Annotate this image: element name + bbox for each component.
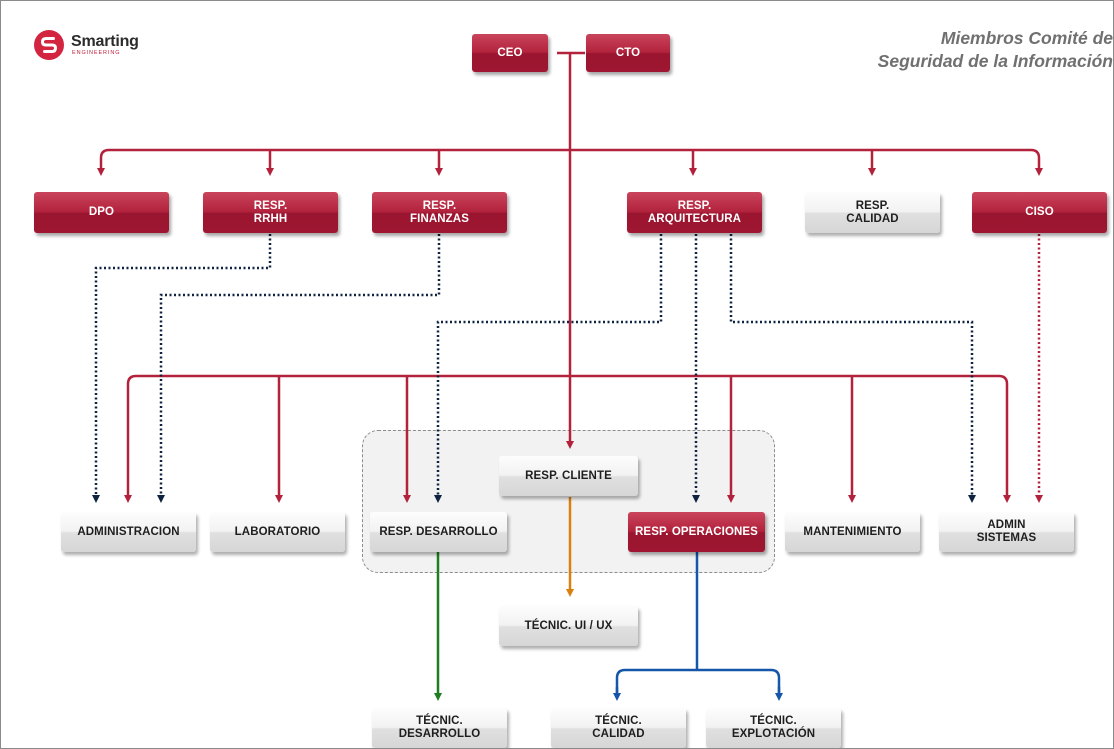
- node-tecnic-explotacion[interactable]: TÉCNIC. EXPLOTACIÓN: [706, 708, 841, 748]
- node-ceo[interactable]: CEO: [472, 34, 548, 72]
- node-resp-operaciones[interactable]: RESP. OPERACIONES: [628, 512, 765, 552]
- node-tecnic-desarrollo[interactable]: TÉCNIC. DESARROLLO: [372, 708, 507, 748]
- node-resp-finanzas[interactable]: RESP. FINANZAS: [372, 192, 507, 233]
- operaciones-split-line: [615, 668, 781, 697]
- node-resp-desarrollo[interactable]: RESP. DESARROLLO: [370, 512, 507, 552]
- committee-heading-line2: Seguridad de la Información: [877, 51, 1113, 71]
- smarting-logo-icon: [34, 30, 64, 60]
- node-resp-calidad[interactable]: RESP. CALIDAD: [805, 192, 940, 233]
- node-tecnic-calidad[interactable]: TÉCNIC. CALIDAD: [551, 708, 686, 748]
- node-resp-cliente[interactable]: RESP. CLIENTE: [499, 456, 638, 496]
- finanzas-dotted-line: [157, 234, 441, 503]
- committee-heading: Miembros Comité de Seguridad de la Infor…: [878, 27, 1113, 73]
- node-cto[interactable]: CTO: [586, 34, 670, 72]
- arquitectura-sistemas-dotted-line: [729, 234, 976, 503]
- node-resp-arquitectura[interactable]: RESP. ARQUITECTURA: [627, 192, 762, 233]
- node-ciso[interactable]: CISO: [972, 192, 1107, 233]
- committee-heading-line1: Miembros Comité de: [940, 28, 1113, 48]
- node-dpo[interactable]: DPO: [34, 192, 169, 233]
- arquitectura-desarrollo-dotted-line: [434, 234, 663, 503]
- node-laboratorio[interactable]: LABORATORIO: [210, 512, 345, 552]
- node-admin-sistemas[interactable]: ADMIN SISTEMAS: [939, 512, 1074, 552]
- logo-brand-name: Smarting: [71, 33, 139, 50]
- top-bus-line: [99, 148, 1041, 159]
- smarting-logo: Smarting ENGINEERING: [33, 29, 139, 61]
- lower-bus-line: [126, 374, 1009, 385]
- node-tecnic-uiux[interactable]: TÉCNIC. UI / UX: [499, 606, 638, 646]
- rrhh-dotted-line: [92, 234, 272, 503]
- node-administracion[interactable]: ADMINISTRACION: [61, 512, 196, 552]
- logo-brand-sub: ENGINEERING: [72, 50, 121, 56]
- node-resp-rrhh[interactable]: RESP. RRHH: [203, 192, 338, 233]
- node-mantenimiento[interactable]: MANTENIMIENTO: [785, 512, 920, 552]
